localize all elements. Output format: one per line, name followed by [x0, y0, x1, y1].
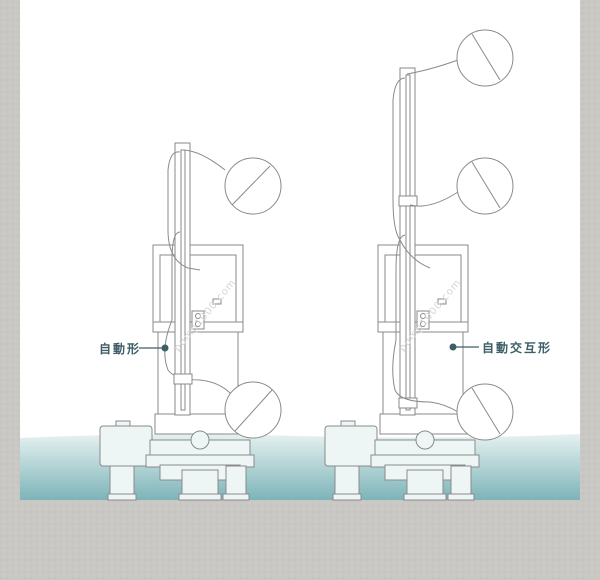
- marker-dot-right: [449, 343, 457, 351]
- cable: [167, 151, 201, 271]
- label-automatic-alternating: 自動交互形: [482, 341, 553, 355]
- middle-float: [456, 157, 514, 215]
- bottom-float: [456, 383, 514, 441]
- label-automatic: 自動形: [99, 342, 142, 356]
- upper-float: [224, 157, 282, 215]
- top-float: [456, 29, 514, 87]
- float-rod: [399, 67, 416, 416]
- pump-automatic: [99, 142, 282, 501]
- pump-alternating: [324, 29, 514, 501]
- lower-float: [224, 381, 282, 439]
- float-rod: [174, 142, 191, 416]
- marker-dot-left: [161, 344, 169, 352]
